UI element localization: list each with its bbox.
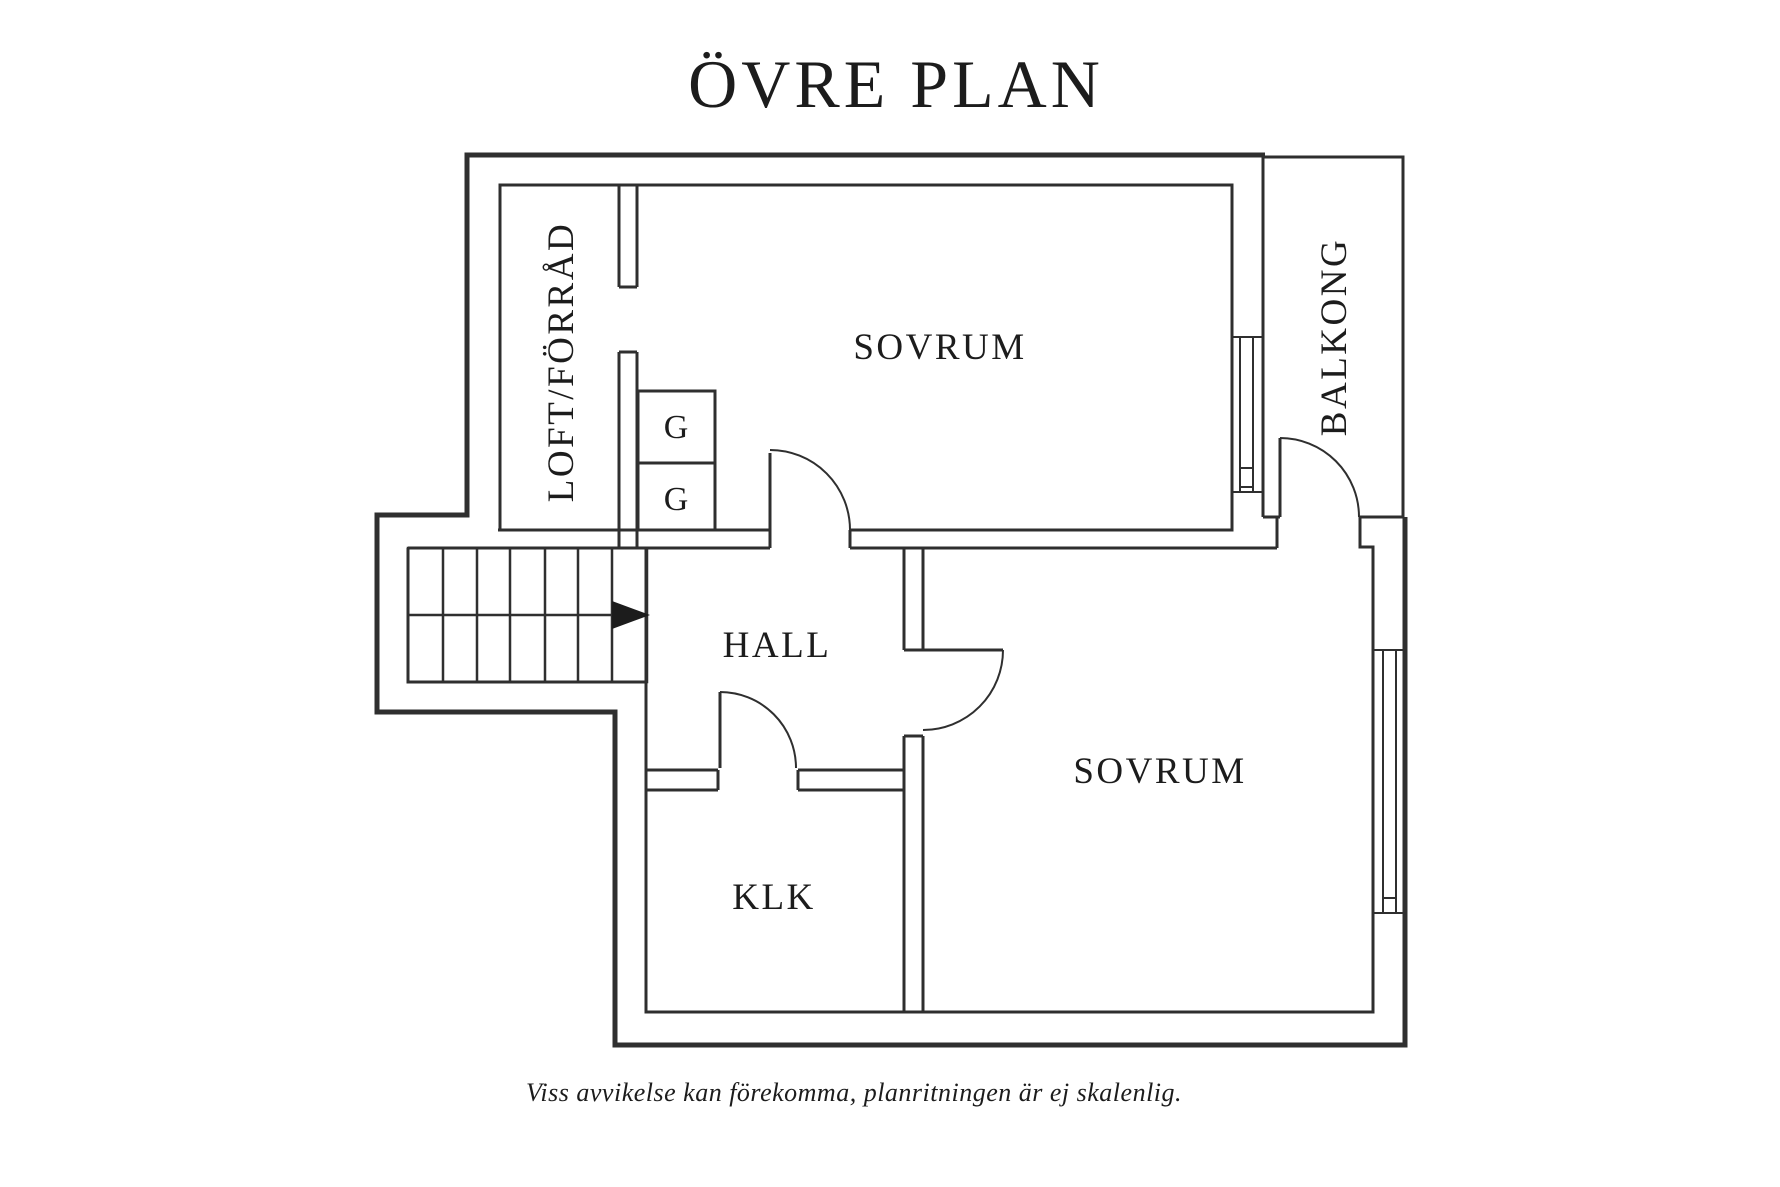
room-label-balcony: BALKONG bbox=[1314, 238, 1355, 436]
wardrobe-1-label: G bbox=[664, 409, 689, 446]
wall-balcony-jamb bbox=[1275, 515, 1375, 549]
stair-direction-arrow-icon bbox=[612, 601, 650, 629]
wall-hall-bedroom-lower bbox=[902, 548, 925, 1012]
room-label-bedroom-lower: SOVRUM bbox=[1073, 751, 1246, 792]
room-label-bedroom-upper: SOVRUM bbox=[853, 327, 1026, 368]
window-bedroom-upper bbox=[1232, 336, 1263, 493]
exterior-wall-outer bbox=[374, 152, 1408, 1048]
page-title: ÖVRE PLAN bbox=[688, 46, 1104, 122]
door-bedroom-lower bbox=[922, 648, 1004, 731]
wall-bedroom-upper-south bbox=[408, 528, 1277, 550]
wardrobe-units bbox=[636, 389, 717, 532]
disclaimer-text: Viss avvikelse kan förekomma, planritnin… bbox=[526, 1078, 1182, 1107]
room-label-walk-in-closet: KLK bbox=[732, 877, 816, 918]
wall-hall-klk bbox=[646, 768, 904, 792]
room-label-hall: HALL bbox=[723, 625, 832, 666]
wardrobe-2-label: G bbox=[664, 481, 689, 518]
door-bedroom-upper bbox=[768, 449, 851, 531]
room-label-loft-storage: LOFT/FÖRRÅD bbox=[541, 222, 582, 502]
door-klk bbox=[718, 691, 797, 769]
staircase bbox=[406, 546, 649, 684]
window-bedroom-lower bbox=[1373, 649, 1404, 914]
door-balcony bbox=[1278, 437, 1360, 518]
wall-loft-bedroom bbox=[617, 185, 639, 549]
